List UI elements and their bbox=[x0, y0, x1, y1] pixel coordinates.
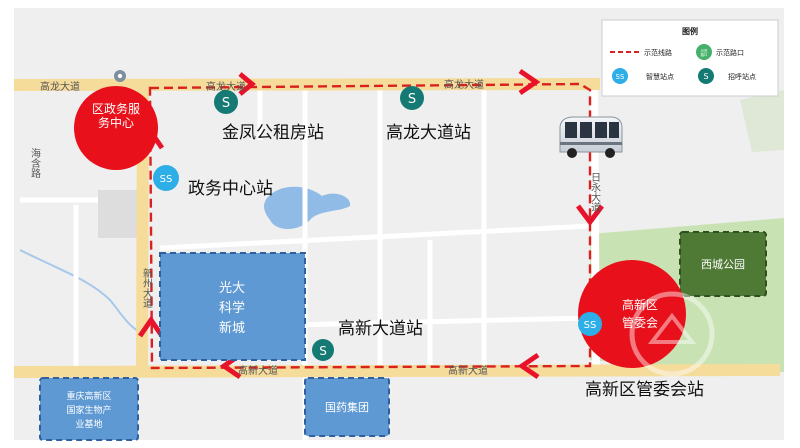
legend-junction-badge: 示范路口 bbox=[701, 48, 708, 57]
area-label-guoyao: 国药集团 bbox=[325, 400, 369, 414]
svg-text:S: S bbox=[319, 344, 327, 358]
station-label-gaoxin: 高新大道站 bbox=[338, 319, 423, 339]
arrow-left-1 bbox=[517, 352, 540, 380]
area-label-district-center: 区政务服务中心 bbox=[92, 101, 140, 130]
road-label-gaoxin: 高新大道 bbox=[238, 364, 278, 377]
stop-jinfeng: S bbox=[214, 90, 238, 114]
svg-text:SS: SS bbox=[160, 174, 173, 185]
area-label-xicheng-park: 西城公园 bbox=[701, 258, 745, 271]
station-label-jinfeng: 金凤公租房站 bbox=[222, 123, 324, 143]
stop-guanwei: SS bbox=[578, 312, 602, 336]
legend-call-stop: 招呼站点 bbox=[728, 72, 756, 81]
svg-text:S: S bbox=[408, 92, 416, 107]
legend-route: 示范线路 bbox=[644, 48, 672, 57]
station-label-zhengwu: 政务中心站 bbox=[188, 179, 273, 199]
legend-junction: 示范路口 bbox=[716, 48, 744, 57]
road-label-gaoxin-2: 高新大道 bbox=[448, 364, 488, 377]
stop-zhengwu: SS bbox=[153, 165, 179, 191]
bus-icon bbox=[559, 116, 623, 158]
station-label-gaolong: 高龙大道站 bbox=[386, 123, 471, 143]
watermark-logo bbox=[629, 291, 715, 377]
legend-smart-stop: 智慧站点 bbox=[646, 72, 674, 81]
legend: 图例 示范线路 示范路口 示范路口 SS 智慧站点 S 招呼站点 bbox=[601, 19, 779, 97]
station-labels: 金凤公租房站 高龙大道站 政务中心站 高新大道站 高新区管委会站 bbox=[188, 123, 704, 400]
arrow-right-2 bbox=[518, 68, 541, 96]
svg-text:SS: SS bbox=[584, 320, 597, 331]
area-xicheng-park: 西城公园 bbox=[679, 231, 767, 297]
route-line bbox=[148, 82, 592, 370]
area-label-guangda: 光大科学新城 bbox=[219, 281, 245, 336]
road-label-haihan: 海含路 bbox=[29, 147, 41, 179]
location-pin-icon bbox=[114, 70, 126, 82]
stop-gaoxin: S bbox=[312, 339, 334, 361]
area-district-center: 区政务服务中心 bbox=[74, 86, 158, 170]
area-guanwei: 高新区管委会 bbox=[578, 260, 686, 368]
arrow-down bbox=[576, 204, 604, 227]
road-label-ribo: 日永大道 bbox=[589, 172, 601, 212]
area-label-chongqing: 重庆高新区国家生物产业基地 bbox=[66, 390, 111, 430]
svg-text:SS: SS bbox=[616, 73, 625, 81]
building-block bbox=[98, 190, 138, 238]
area-guangda: 光大科学新城 bbox=[159, 252, 306, 361]
svg-text:S: S bbox=[222, 96, 230, 111]
arrow-up-2 bbox=[137, 315, 165, 338]
legend-title: 图例 bbox=[682, 26, 698, 36]
road-label-gaolong-2: 高龙大道 bbox=[206, 80, 246, 93]
area-label-guanwei: 高新区管委会 bbox=[622, 297, 658, 330]
road-label-gaolong-3: 高龙大道 bbox=[444, 78, 484, 91]
station-label-guanwei: 高新区管委会站 bbox=[585, 380, 704, 400]
area-chongqing: 重庆高新区国家生物产业基地 bbox=[39, 377, 139, 441]
road-label-gaolong: 高龙大道 bbox=[40, 80, 80, 93]
river bbox=[19, 249, 141, 333]
road-labels: 高龙大道 高龙大道 高龙大道 高新大道 高新大道 新州大道 日永大道 海含路 bbox=[29, 78, 601, 377]
road-label-xinzhou: 新州大道 bbox=[141, 267, 153, 308]
arrow-right-1 bbox=[238, 72, 256, 96]
area-guoyao: 国药集团 bbox=[304, 377, 390, 437]
green-strip bbox=[740, 90, 784, 152]
svg-text:S: S bbox=[703, 72, 708, 81]
stop-gaolong: S bbox=[400, 86, 424, 110]
